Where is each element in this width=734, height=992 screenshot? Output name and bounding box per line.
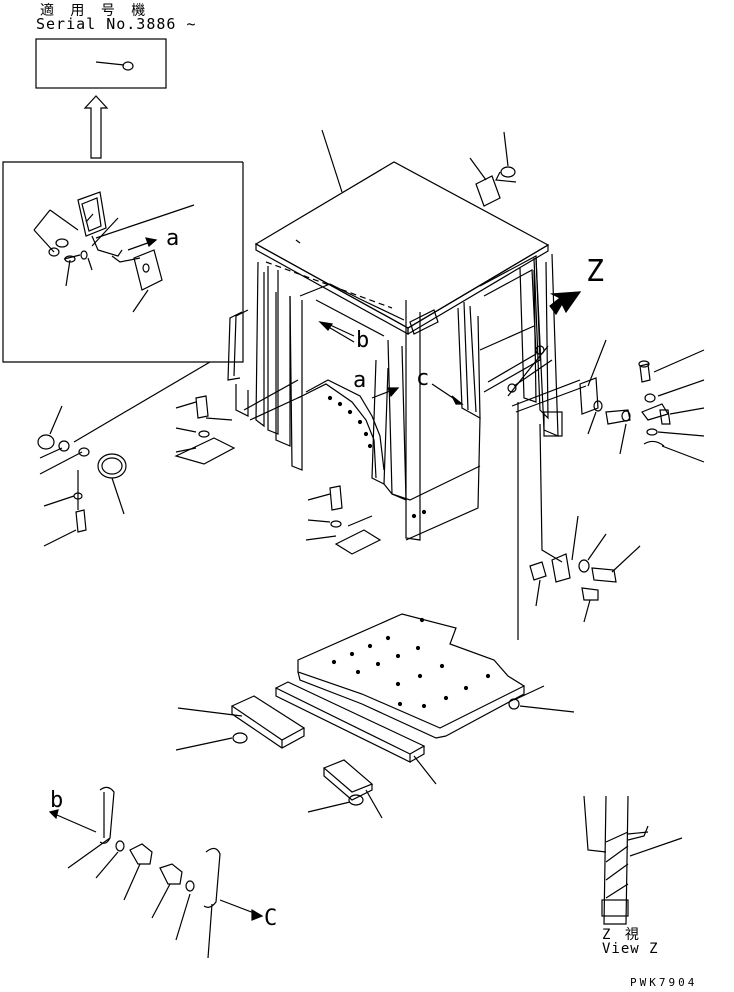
view-z-detail — [583, 795, 683, 925]
view-z-label-en: View Z — [602, 941, 659, 957]
view-z-label-jp: Z 視 — [602, 927, 642, 943]
serial-inset-box — [35, 38, 167, 89]
mid-bolt-set-2 — [305, 485, 382, 555]
floor-plate — [297, 613, 575, 739]
cab-frame-pillars — [227, 253, 587, 541]
serial-number-label: Serial No.3886 ~ — [36, 15, 197, 33]
cab-roof — [254, 129, 550, 336]
callout-b-lower: b — [50, 788, 64, 813]
applicable-machine-label: 適 用 号 機 — [40, 3, 150, 19]
callout-c-lower: C — [264, 906, 278, 931]
left-mirror-parts — [37, 361, 211, 547]
right-bracket-parts — [517, 339, 705, 640]
up-arrow-icon — [83, 95, 109, 159]
callout-c-upper: c — [416, 366, 430, 391]
callout-arrows — [318, 291, 582, 405]
mirror-detail-inset — [2, 161, 244, 363]
drawing-code: PWK7904 — [630, 976, 698, 989]
callout-a-lower: a — [353, 368, 367, 393]
mid-bolt-set-1 — [174, 395, 236, 465]
floor-rail — [274, 681, 437, 785]
floor-pad-right — [307, 759, 383, 819]
floor-pad-left — [175, 695, 306, 751]
callout-z: Z — [586, 254, 605, 289]
handle-parts — [48, 786, 264, 959]
callout-a-upper: a — [166, 226, 180, 251]
callout-b-upper: b — [356, 328, 370, 353]
